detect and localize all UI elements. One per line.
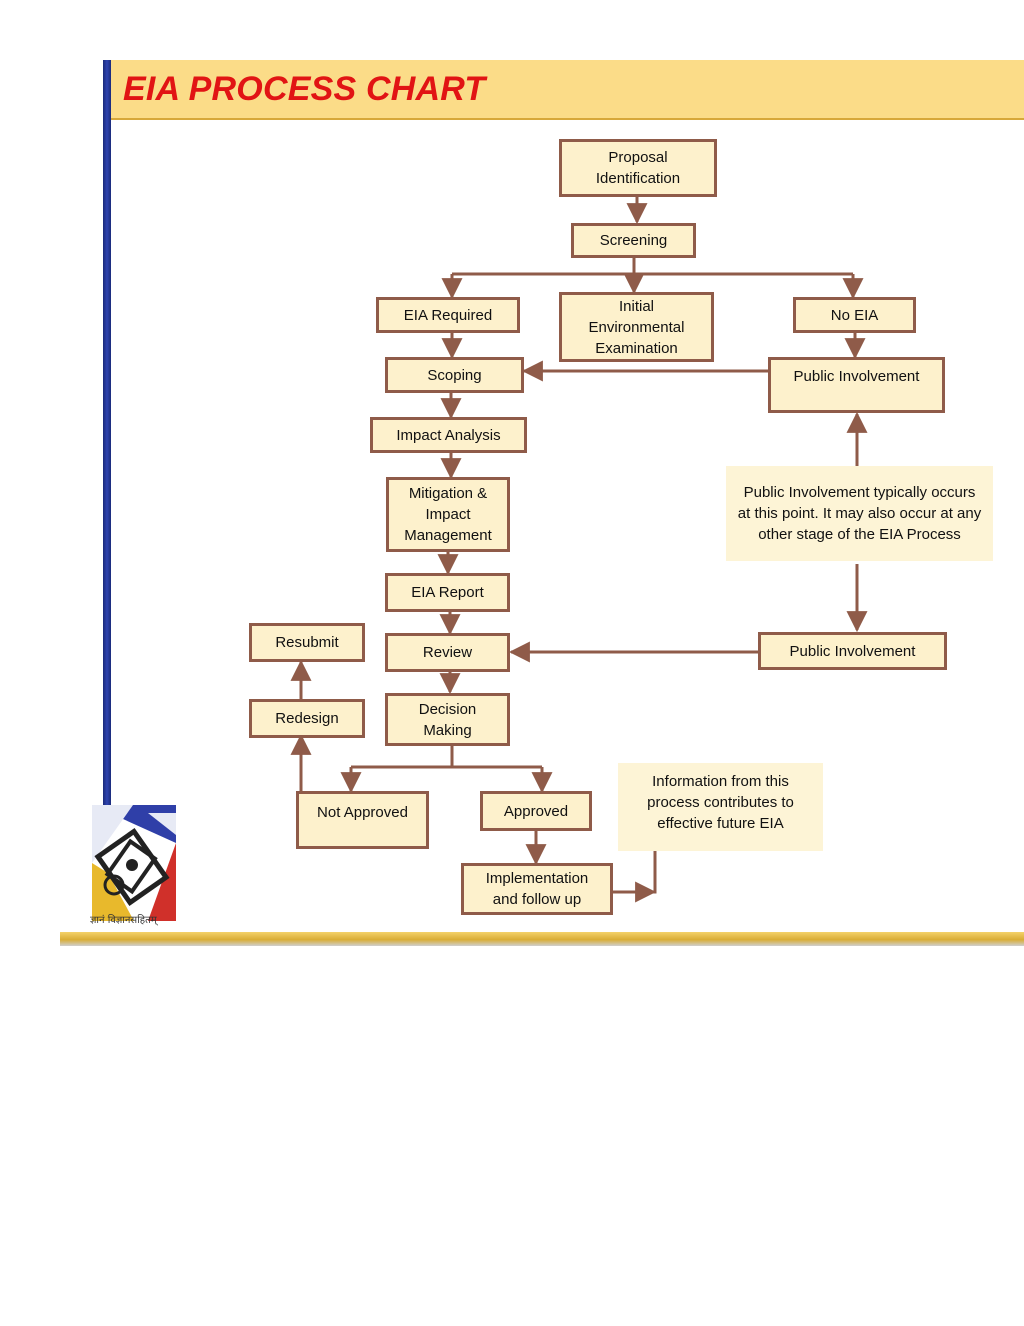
node-scoping: Scoping (385, 357, 524, 393)
node-screening: Screening (571, 223, 696, 258)
node-decision-making: Decision Making (385, 693, 510, 746)
page-title: EIA PROCESS CHART (123, 70, 486, 108)
node-resubmit: Resubmit (249, 623, 365, 662)
node-approved: Approved (480, 791, 592, 831)
node-redesign: Redesign (249, 699, 365, 738)
institution-logo (92, 805, 176, 921)
note-information-future-eia: Information from this process contribute… (618, 763, 823, 851)
arrow-implementation-info (612, 851, 657, 894)
title-band: EIA PROCESS CHART (111, 60, 1024, 120)
node-eia-report: EIA Report (385, 573, 510, 612)
node-mitigation-impact-management: Mitigation & Impact Management (386, 477, 510, 552)
left-accent-bar (103, 60, 111, 805)
node-eia-required: EIA Required (376, 297, 520, 333)
node-public-involvement-top: Public Involvement (768, 357, 945, 413)
node-proposal-identification: Proposal Identification (559, 139, 717, 197)
node-initial-environmental-examination: Initial Environmental Examination (559, 292, 714, 362)
node-review: Review (385, 633, 510, 672)
node-impact-analysis: Impact Analysis (370, 417, 527, 453)
node-no-eia: No EIA (793, 297, 916, 333)
node-implementation-follow-up: Implementation and follow up (461, 863, 613, 915)
note-public-involvement: Public Involvement typically occurs at t… (726, 466, 993, 561)
bottom-divider (60, 932, 1024, 946)
node-not-approved: Not Approved (296, 791, 429, 849)
logo-caption: ज्ञानं विज्ञानसहितम् (90, 915, 157, 926)
node-public-involvement-bottom: Public Involvement (758, 632, 947, 670)
